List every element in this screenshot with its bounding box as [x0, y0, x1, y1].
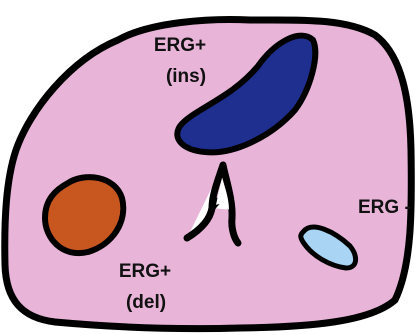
erg-plus-del-gland	[45, 177, 123, 253]
erg-minus-label: ERG -	[358, 197, 411, 218]
erg-plus-ins-label-line2: (ins)	[166, 66, 206, 87]
erg-plus-ins-label-line1: ERG+	[154, 35, 206, 56]
erg-plus-del-label-line1: ERG+	[119, 261, 171, 282]
tissue-section	[5, 20, 412, 329]
erg-plus-del-label-line2: (del)	[126, 292, 166, 313]
